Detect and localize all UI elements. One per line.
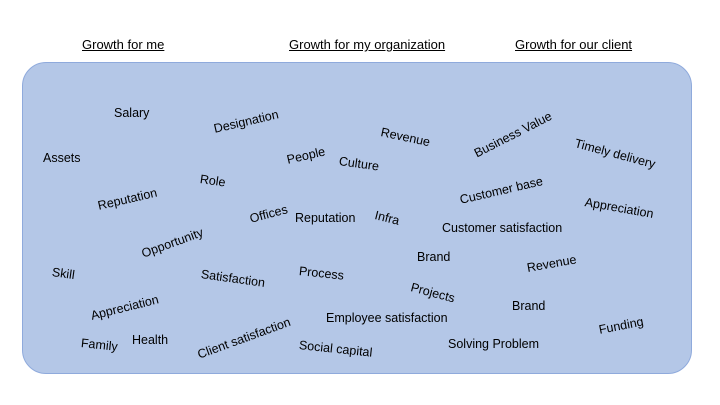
heading-growth-for-organization: Growth for my organization xyxy=(289,37,446,52)
heading-growth-for-me: Growth for me xyxy=(82,37,165,52)
word-skill: Skill xyxy=(51,265,76,283)
word-employee-satisfaction: Employee satisfaction xyxy=(326,311,448,325)
heading-growth-for-client: Growth for our client xyxy=(515,37,633,52)
word-health: Health xyxy=(132,333,169,347)
word-brand-client: Brand xyxy=(512,299,546,313)
word-cloud-panel xyxy=(22,62,692,374)
word-solving-problem: Solving Problem xyxy=(448,337,540,351)
word-salary: Salary xyxy=(114,106,150,120)
word-assets: Assets xyxy=(43,151,81,165)
word-customer-satisfaction: Customer satisfaction xyxy=(442,221,563,235)
word-brand-org: Brand xyxy=(417,250,451,264)
word-reputation-org: Reputation xyxy=(295,211,356,225)
